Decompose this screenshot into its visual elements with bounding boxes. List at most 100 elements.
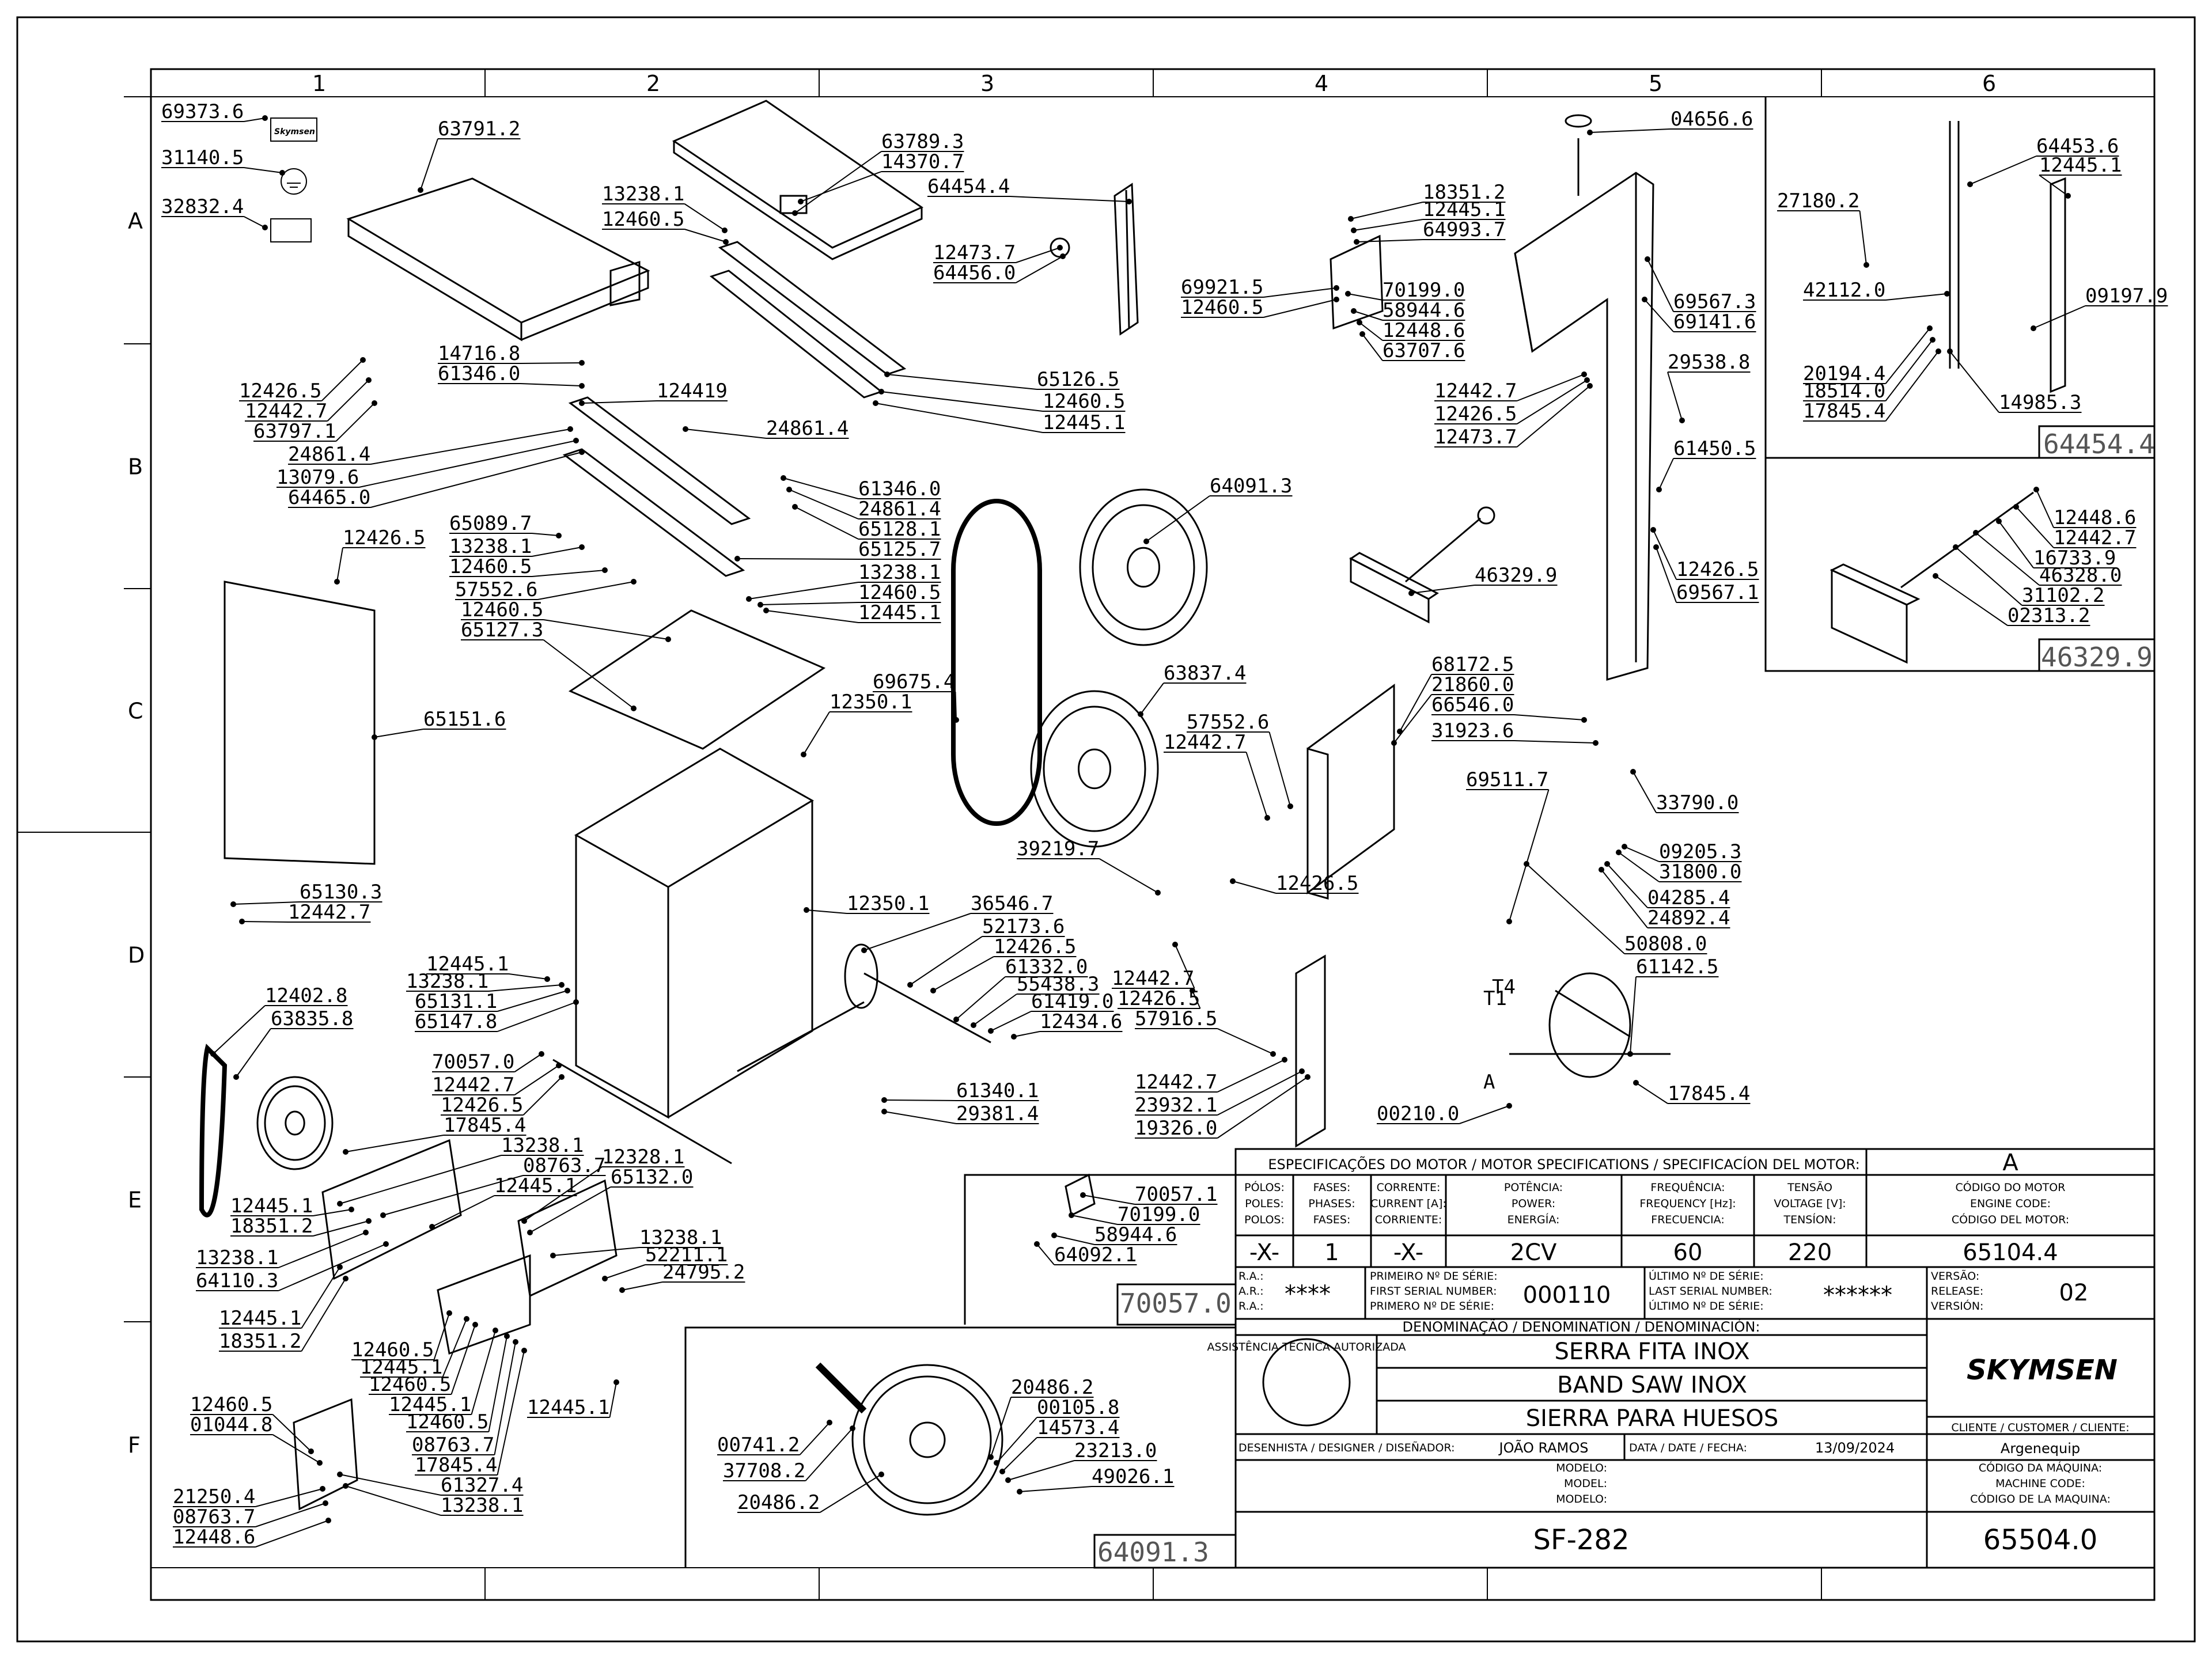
part-number-label: 17845.4 (1803, 400, 1885, 423)
part-number-label: 58944.6 (1094, 1223, 1177, 1246)
part-number-label: 66546.0 (1431, 693, 1514, 716)
leader-dot (1011, 1034, 1017, 1040)
leader-dot (930, 988, 936, 993)
leader-line (1949, 351, 1999, 413)
leader-dot (1936, 348, 1941, 354)
leader-dot (556, 1063, 562, 1068)
leader-dot (2065, 193, 2071, 199)
part-number-label: 52173.6 (982, 915, 1065, 938)
leader-line (1516, 380, 1588, 424)
part-number-label: 58944.6 (1382, 299, 1465, 322)
leader-line (1263, 299, 1337, 318)
leader-line (1885, 328, 1930, 384)
part-number-label: 69141.6 (1673, 310, 1756, 333)
leader-dot (884, 371, 890, 377)
part-number-label: 12350.1 (830, 691, 912, 714)
leader-dot (380, 1212, 386, 1218)
part-number-label: 02313.2 (2008, 604, 2090, 627)
part-number-label: 52211.1 (645, 1243, 728, 1266)
machine-code-value: 65504.0 (1983, 1524, 2098, 1556)
part-number-label: 69567.1 (1676, 581, 1759, 604)
logo-small-text: Skymsen (274, 127, 315, 136)
part-number-label: 12445.1 (858, 601, 941, 624)
power-label: POWER: (1512, 1197, 1555, 1210)
part-number-label: 12445.1 (389, 1393, 471, 1416)
part-number-label: 65089.7 (449, 512, 532, 535)
name-spanish: SIERRA PARA HUESOS (1526, 1405, 1779, 1432)
part-number-label: 70199.0 (1382, 279, 1465, 302)
leader-line (1146, 495, 1210, 542)
leader-dot (464, 1316, 469, 1322)
leader-dot (1587, 383, 1593, 389)
part-number-label: 65132.0 (611, 1166, 693, 1189)
part-number-label: 46328.0 (2039, 564, 2122, 587)
part-number-label: 61346.0 (438, 362, 520, 385)
leader-line (233, 901, 300, 905)
part-number-label: 65126.5 (1037, 368, 1119, 391)
part-number-label: 39219.7 (1017, 837, 1099, 860)
phases-label: FASES: (1313, 1213, 1351, 1226)
leader-line (1217, 1071, 1302, 1116)
part-number-label: 57552.6 (1187, 711, 1269, 734)
part-number-label: 65131.1 (415, 990, 497, 1013)
leader-dot (559, 982, 565, 988)
part-number-label: 18351.2 (230, 1215, 313, 1238)
part-number-label: 61332.0 (1005, 955, 1088, 979)
leader-dot (1155, 890, 1161, 896)
leader-dot (1264, 815, 1270, 821)
part-number-label: 61419.0 (1031, 990, 1113, 1013)
leader-line (471, 1330, 496, 1415)
part-number-label: 12442.7 (1434, 380, 1517, 403)
last-serial-label: ÚLTIMO Nº DE SÉRIE: (1649, 1269, 1764, 1283)
part-number-label: 12460.5 (351, 1338, 434, 1362)
part-number-label: 64091.3 (1210, 475, 1292, 498)
model-value: SF-282 (1533, 1524, 1629, 1556)
power-label: POTÊNCIA: (1504, 1181, 1563, 1194)
leader-line (359, 440, 577, 488)
first-serial-value: 000110 (1523, 1282, 1611, 1309)
leader-line (819, 1474, 882, 1513)
leader-line (1217, 1076, 1308, 1139)
part-number-label: 70057.0 (432, 1051, 514, 1074)
leader-line (1019, 1486, 1092, 1492)
leader-line (789, 489, 859, 519)
leader-line (1607, 863, 1648, 908)
leader-line (321, 359, 363, 401)
leader-line (431, 1195, 495, 1227)
part-number-label: 12426.5 (1276, 872, 1358, 895)
grid-row-C: C (128, 699, 143, 724)
part-number-label: 14573.4 (1037, 1416, 1119, 1439)
leader-line (1350, 202, 1423, 219)
power-label: ENERGÍA: (1508, 1213, 1560, 1226)
leader-dot (1172, 942, 1178, 947)
leader-dot (1633, 1080, 1639, 1086)
leader-line (514, 1053, 542, 1072)
part-number-label: 12445.1 (230, 1194, 313, 1218)
leader-dot (544, 976, 550, 982)
part-number-label: 61340.1 (956, 1079, 1039, 1102)
phases-label: FASES: (1313, 1181, 1351, 1194)
service-seal-text: ASSISTÊNCIA TÉCNICA AUTORIZADA (1207, 1340, 1406, 1353)
leader-dot (1593, 740, 1599, 746)
date-label: DATA / DATE / FECHA: (1629, 1442, 1747, 1454)
leader-dot (1345, 291, 1351, 297)
date-value: 13/09/2024 (1815, 1440, 1895, 1456)
leader-line (1885, 339, 1933, 401)
leader-line (766, 610, 859, 623)
leader-line (255, 1520, 329, 1548)
motor-spec-header: ESPECIFICAÇÕES DO MOTOR / MOTOR SPECIFIC… (1268, 1155, 1859, 1173)
leader-dot (1953, 544, 1959, 550)
part-number-label: 17845.4 (1668, 1082, 1750, 1105)
part-number-label: 23932.1 (1135, 1094, 1217, 1117)
customer-label: CLIENTE / CUSTOMER / CLIENTE: (1951, 1421, 2129, 1434)
poles-label: POLES: (1245, 1197, 1283, 1210)
leader-dot (1587, 130, 1593, 135)
wheel (256, 1076, 334, 1170)
leader-dot (1348, 216, 1354, 222)
first-serial-label: PRIMERO Nº DE SÉRIE: (1370, 1299, 1494, 1313)
part-number-label: 12445.1 (2039, 154, 2122, 177)
leader-line (335, 403, 375, 442)
